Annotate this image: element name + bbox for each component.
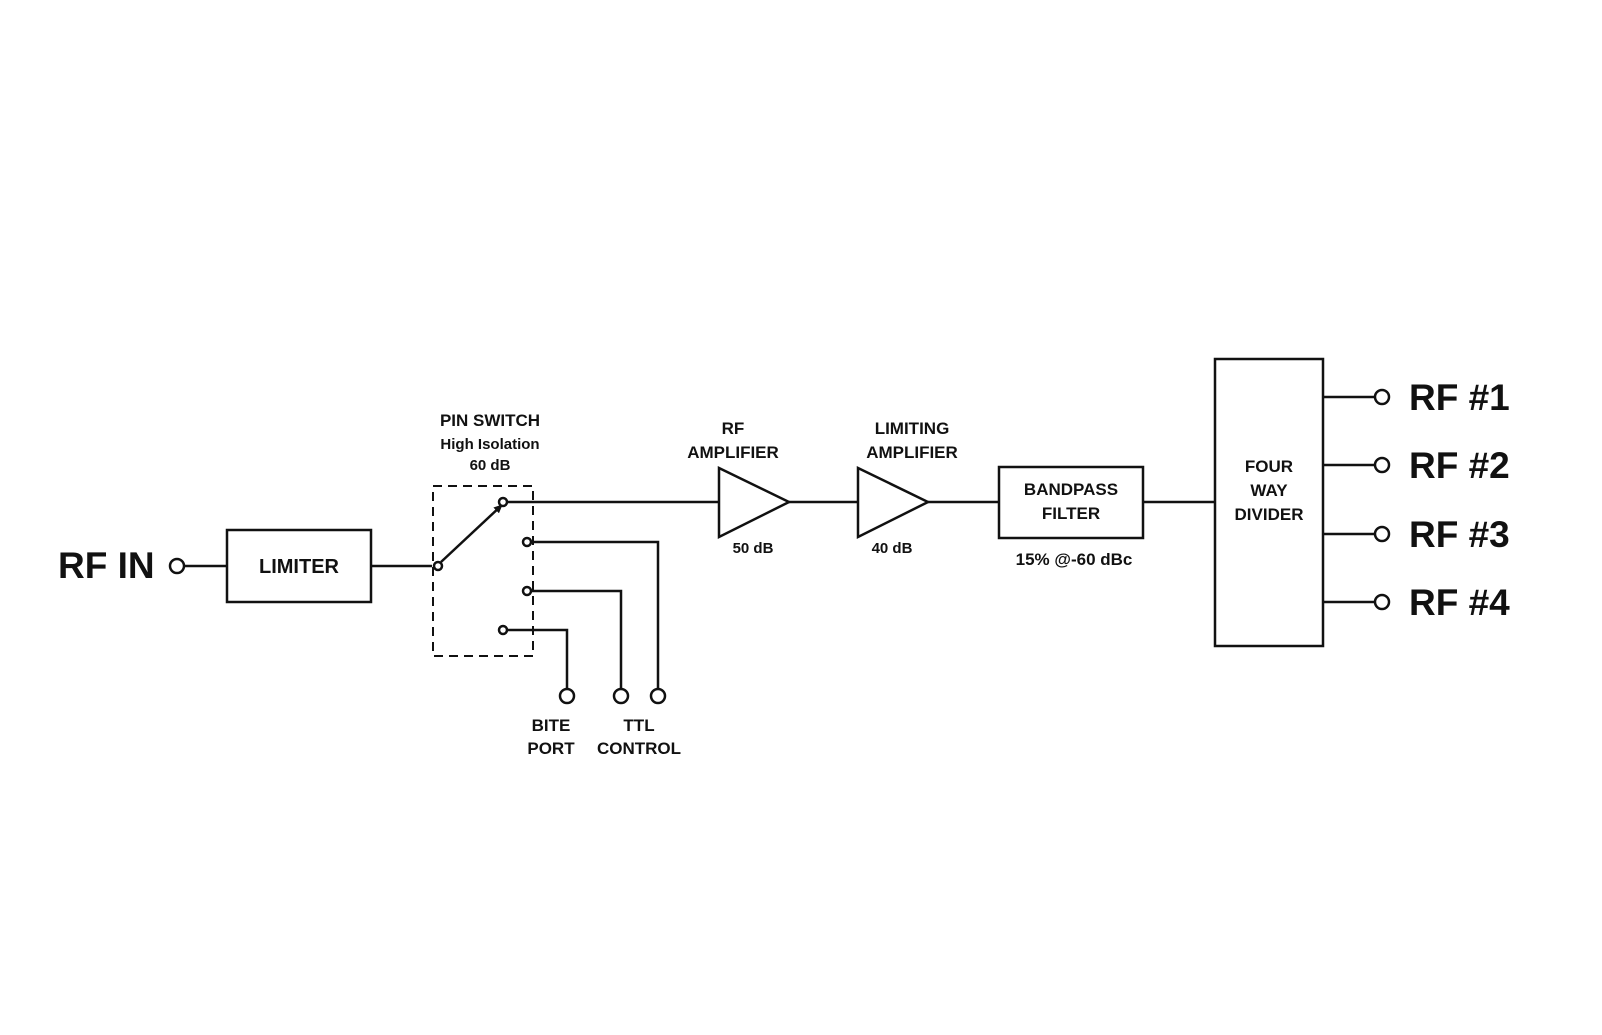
limiter-label: LIMITER [259, 556, 340, 578]
ttl-control-label-line1: TTL [623, 716, 654, 735]
rf-output-2-port [1373, 456, 1391, 474]
rf-output-4-label: RF #4 [1409, 582, 1510, 623]
pin-switch-enclosure [432, 485, 534, 657]
ttl-control-label-line2: CONTROL [597, 739, 681, 758]
limiting-amplifier-title-line2: AMPLIFIER [866, 443, 958, 462]
rf-output-4-port [1373, 593, 1391, 611]
rf-amplifier-title-line1: RF [722, 419, 745, 438]
limiting-amplifier-title-line1: LIMITING [875, 419, 950, 438]
rf-amplifier-title-line2: AMPLIFIER [687, 443, 779, 462]
divider-label-line1: FOUR [1245, 457, 1293, 476]
bandpass-filter-block [997, 465, 1145, 540]
pin-switch-isolation: 60 dB [470, 457, 511, 474]
switch-throw-2 [521, 536, 533, 548]
divider-label-line2: WAY [1250, 481, 1288, 500]
limiting-amplifier-gain: 40 dB [872, 540, 913, 557]
switch-throw-1 [497, 496, 509, 508]
switch-common-contact [432, 560, 444, 572]
pin-switch-title: PIN SWITCH [440, 411, 540, 430]
bandpass-filter-label-line2: FILTER [1042, 504, 1100, 523]
wire-ttl-control-1 [531, 540, 660, 689]
switch-throw-3 [521, 585, 533, 597]
rf-amplifier-triangle [717, 466, 792, 540]
rf-amplifier-gain: 50 dB [733, 540, 774, 557]
rf-output-1-port [1373, 388, 1391, 406]
rf-output-3-label: RF #3 [1409, 514, 1510, 555]
divider-label-line3: DIVIDER [1235, 505, 1304, 524]
rf-output-2-label: RF #2 [1409, 445, 1510, 486]
switch-arm [440, 504, 503, 563]
wire-ttl-control-2 [531, 589, 623, 689]
bandpass-filter-spec: 15% @-60 dBc [1016, 550, 1133, 569]
rf-in-label: RF IN [58, 545, 155, 586]
limiting-amplifier-triangle [856, 466, 931, 540]
rf-output-1-label: RF #1 [1409, 377, 1510, 418]
rf-output-3-port [1373, 525, 1391, 543]
pin-switch-subtitle: High Isolation [440, 436, 539, 453]
ttl-control-connector-1 [612, 687, 630, 705]
bite-port-label-line2: PORT [527, 739, 575, 758]
bite-port-connector [558, 687, 576, 705]
wire-bite-port [507, 628, 569, 689]
ttl-control-connector-2 [649, 687, 667, 705]
bite-port-label-line1: BITE [532, 716, 571, 735]
four-way-divider-block [1213, 357, 1325, 648]
switch-throw-4 [497, 624, 509, 636]
rf-in-port [168, 557, 186, 575]
bandpass-filter-label-line1: BANDPASS [1024, 480, 1118, 499]
